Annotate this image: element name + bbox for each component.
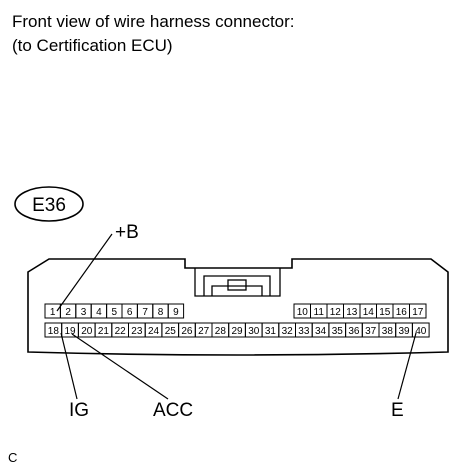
pin-number: 29: [231, 326, 243, 337]
pin-number: 13: [346, 307, 358, 318]
pin-number: 8: [158, 307, 164, 318]
pin-cell: [167, 303, 185, 319]
label-ig: IG: [69, 400, 90, 421]
pin-number: 12: [330, 307, 342, 318]
image-code: C: [8, 450, 18, 465]
pin-number: 30: [248, 326, 260, 337]
pin-number: 36: [348, 326, 360, 337]
pin-cell: [409, 303, 427, 319]
pin-number: 27: [198, 326, 210, 337]
pin-number: 2: [65, 307, 71, 318]
pin-number: 34: [315, 326, 327, 337]
pin-number: 18: [48, 326, 60, 337]
label-acc: ACC: [153, 400, 194, 421]
pin-number: 32: [282, 326, 294, 337]
pin-number: 16: [396, 307, 408, 318]
pin-number: 3: [81, 307, 87, 318]
pin-number: 21: [98, 326, 110, 337]
pin-number: 15: [379, 307, 391, 318]
connector-code-oval: [14, 186, 84, 222]
pin-number: 5: [112, 307, 118, 318]
pin-number: 35: [332, 326, 344, 337]
pin-number: 31: [265, 326, 277, 337]
connector-code: E36: [32, 195, 66, 216]
pin-number: 37: [365, 326, 377, 337]
pin-number: 23: [131, 326, 143, 337]
label-e: E: [391, 400, 404, 421]
title-line-1: Front view of wire harness connector:: [12, 12, 295, 31]
label-plus-b: +B: [115, 222, 139, 243]
pin-number: 24: [148, 326, 160, 337]
pin-number: 10: [297, 307, 309, 318]
pin-number: 7: [142, 307, 148, 318]
pin-number: 39: [398, 326, 410, 337]
pin-number: 9: [173, 307, 179, 318]
pin-cell: [411, 322, 430, 338]
title-line-2: (to Certification ECU): [12, 36, 173, 55]
pin-number: 40: [415, 326, 427, 337]
pin-number: 1: [50, 307, 56, 318]
pin-number: 14: [363, 307, 375, 318]
connector-housing: [27, 258, 449, 356]
pin-row-upper-right: 10 11 12 13 14 15 16 17: [293, 303, 427, 319]
pin-number: 4: [96, 307, 102, 318]
pin-number: 38: [382, 326, 394, 337]
lock-tab: [194, 268, 281, 297]
pin-number: 6: [127, 307, 133, 318]
pin-number: 26: [181, 326, 193, 337]
pin-number: 17: [412, 307, 424, 318]
pin-number: 33: [298, 326, 310, 337]
callout-leaders: [56, 233, 417, 400]
pin-number: 22: [115, 326, 127, 337]
pin-row-lower: 18 19 20 21 22 23 24 25 26 27 28 29 30 31 32 33 34 35 36 37…: [44, 322, 430, 338]
pin-number: 25: [165, 326, 177, 337]
pin-number: 19: [64, 326, 76, 337]
pin-number: 28: [215, 326, 227, 337]
pin-number: 11: [314, 307, 325, 318]
pin-number: 20: [81, 326, 93, 337]
